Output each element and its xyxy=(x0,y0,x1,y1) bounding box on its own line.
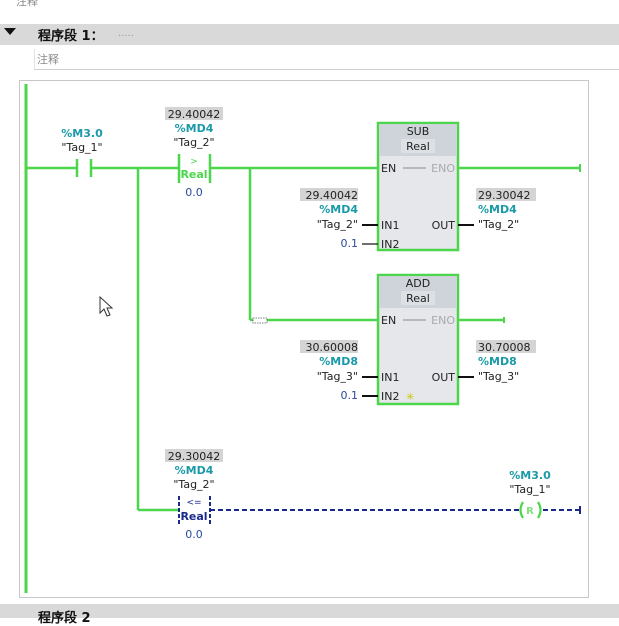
compare-greater-contact[interactable] xyxy=(177,154,212,183)
cmp-le-in2: 0.0 xyxy=(185,528,203,541)
mouse-cursor-icon xyxy=(99,295,114,317)
cmp-gt-monitor: 29.40042 xyxy=(168,108,221,121)
comment-text: 注释 xyxy=(37,53,59,66)
cmp-gt-operator: > xyxy=(190,157,198,167)
sub-in1-monitor: 29.40042 xyxy=(306,189,359,202)
coil-tag: "Tag_1" xyxy=(509,483,550,496)
add-in2-value: 0.1 xyxy=(341,389,359,402)
network-1-header[interactable]: 程序段 1： ..... xyxy=(0,24,619,45)
network-1-title[interactable]: 程序段 1： xyxy=(38,29,104,44)
sub-out-address: %MD4 xyxy=(478,203,517,216)
cmp-le-type: Real xyxy=(180,510,207,523)
sub-in1-address: %MD4 xyxy=(319,203,358,216)
sub-out-label: OUT xyxy=(432,219,456,232)
sub-out-tag: "Tag_2" xyxy=(478,218,519,231)
sub-eno: ENO xyxy=(431,162,455,175)
collapse-arrow-icon[interactable] xyxy=(4,28,16,35)
sub-out-monitor: 29.30042 xyxy=(478,189,531,202)
coil-address: %M3.0 xyxy=(509,469,551,482)
sub-in1-label: IN1 xyxy=(381,219,399,232)
add-in1-tag: "Tag_3" xyxy=(317,370,358,383)
network-2-header[interactable]: 程序段 2 xyxy=(0,604,619,626)
cmp-le-operator: <= xyxy=(186,498,201,508)
network-1-subtitle[interactable]: ..... xyxy=(118,28,134,39)
sub-in1-monitor-bg xyxy=(300,188,358,201)
add-type-bg xyxy=(401,291,435,305)
add-in1-monitor: 30.60008 xyxy=(306,341,359,354)
add-en: EN xyxy=(381,314,396,327)
sub-block[interactable] xyxy=(376,121,460,252)
cmp-gt-address: %MD4 xyxy=(175,122,214,135)
add-out-address: %MD8 xyxy=(478,355,517,368)
sparkle-icon: ✳ xyxy=(406,392,414,403)
cmp-le-monitor: 29.30042 xyxy=(168,450,221,463)
sub-en: EN xyxy=(381,162,396,175)
cmp-le-monitor-bg xyxy=(165,449,223,462)
cmp-gt-type: Real xyxy=(180,168,207,181)
add-out-label: OUT xyxy=(432,371,456,384)
add-out-monitor: 30.70008 xyxy=(478,341,531,354)
branch-join-marker xyxy=(252,317,268,324)
add-type: Real xyxy=(406,292,430,305)
ladder-editor[interactable] xyxy=(19,80,589,598)
network-1-comment[interactable]: 注释 xyxy=(34,49,619,70)
sub-out-monitor-bg xyxy=(476,188,536,201)
sub-type-bg xyxy=(401,139,435,153)
add-out-monitor-bg xyxy=(476,340,536,353)
cmp-gt-in2: 0.0 xyxy=(185,186,203,199)
contact-address: %M3.0 xyxy=(61,127,103,140)
add-name: ADD xyxy=(406,277,430,290)
no-contact[interactable] xyxy=(75,159,93,177)
cmp-gt-tag: "Tag_2" xyxy=(173,136,214,149)
cmp-gt-monitor-bg xyxy=(165,107,223,120)
add-out-tag: "Tag_3" xyxy=(478,370,519,383)
add-in1-label: IN1 xyxy=(381,371,399,384)
sub-type: Real xyxy=(406,140,430,153)
previous-comment: 注释 xyxy=(16,0,38,8)
contact-tag: "Tag_1" xyxy=(61,141,102,154)
sub-in2-value: 0.1 xyxy=(341,237,359,250)
add-block[interactable] xyxy=(376,273,460,406)
add-in1-monitor-bg xyxy=(300,340,358,353)
reset-coil[interactable] xyxy=(519,501,542,519)
sub-in2-label: IN2 xyxy=(381,238,399,251)
coil-symbol: R xyxy=(526,506,534,517)
network-2-title[interactable]: 程序段 2 xyxy=(38,611,91,626)
sub-name: SUB xyxy=(407,125,430,138)
sub-in1-tag: "Tag_2" xyxy=(317,218,358,231)
add-in1-address: %MD8 xyxy=(319,355,358,368)
add-eno: ENO xyxy=(431,314,455,327)
add-in2-label: IN2 xyxy=(381,390,399,403)
cmp-le-address: %MD4 xyxy=(175,464,214,477)
cmp-le-tag: "Tag_2" xyxy=(173,478,214,491)
